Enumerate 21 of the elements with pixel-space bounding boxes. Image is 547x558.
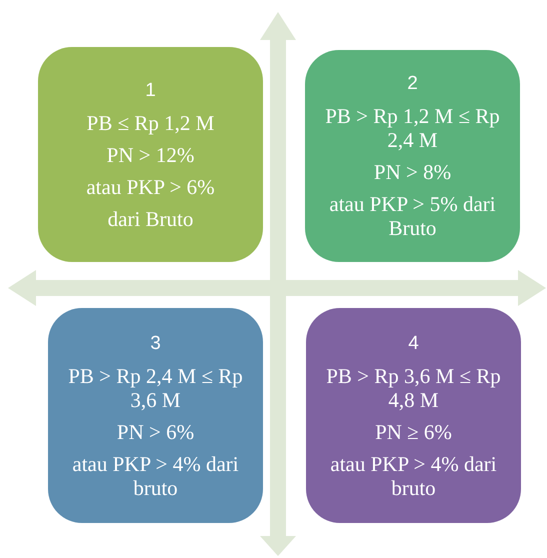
quadrant-number: 1 — [145, 78, 156, 102]
criteria-text: PN ≥ 6% — [375, 420, 452, 444]
criteria-text: PN > 8% — [374, 160, 452, 184]
criteria-text: PB > Rp 2,4 M ≤ Rp 3,6 M — [67, 364, 244, 412]
quadrant-number: 4 — [408, 332, 419, 356]
quadrant-box — [306, 308, 521, 523]
quadrant-box — [38, 47, 263, 262]
criteria-text: PN > 6% — [116, 420, 194, 444]
criteria-text: atau PKP > 4% dari bruto — [71, 452, 240, 500]
criteria-text: atau PKP > 6% — [86, 174, 215, 198]
quadrant-number: 2 — [407, 72, 418, 96]
criteria-text: atau PKP > 5% dari Bruto — [328, 192, 497, 240]
criteria-text: dari Bruto — [108, 206, 194, 230]
criteria-text: atau PKP > 4% dari bruto — [329, 452, 498, 500]
criteria-text: PB > Rp 3,6 M ≤ Rp 4,8 M — [325, 364, 502, 412]
criteria-text: PN > 12% — [106, 142, 194, 166]
quadrant-number: 3 — [150, 332, 161, 356]
criteria-text: PB > Rp 1,2 M ≤ Rp 2,4 M — [324, 104, 501, 152]
criteria-text: PB ≤ Rp 1,2 M — [86, 110, 214, 134]
quadrant-box — [48, 308, 263, 523]
quadrant-box — [305, 50, 520, 262]
